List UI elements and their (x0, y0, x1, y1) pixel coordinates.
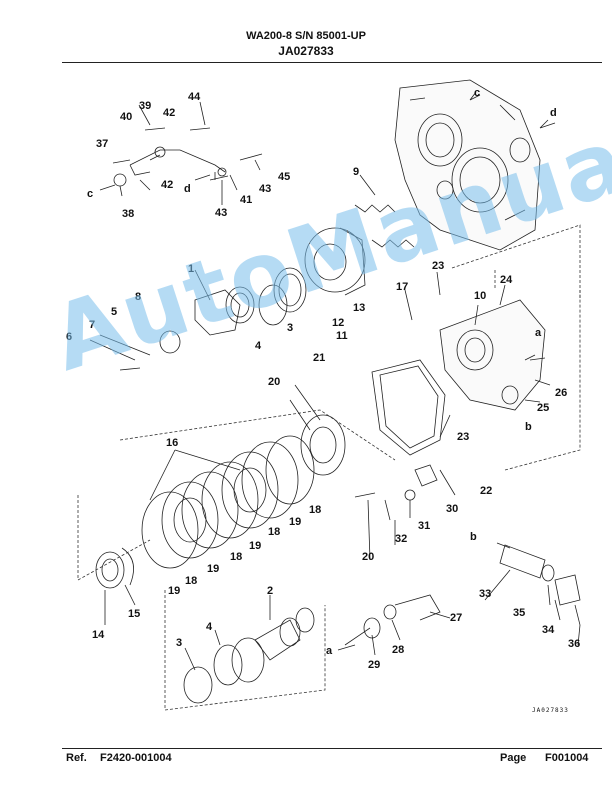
piston (300, 414, 346, 476)
callout-19: 19 (207, 563, 219, 575)
callout-23: 23 (457, 431, 469, 443)
callout-23: 23 (432, 260, 444, 272)
callout-3: 3 (287, 322, 293, 334)
callout-29: 29 (368, 659, 380, 671)
callout-c: c (474, 87, 480, 99)
page-value: F001004 (545, 752, 589, 764)
callout-b: b (470, 531, 477, 543)
callout-1: 1 (188, 263, 194, 275)
callout-27: 27 (450, 612, 462, 624)
ref-value: F2420-001004 (100, 752, 172, 764)
callout-25: 25 (537, 402, 549, 414)
callout-41: 41 (240, 194, 252, 206)
cover-plate (439, 299, 546, 411)
header-rule (62, 62, 602, 63)
callout-30: 30 (446, 503, 458, 515)
callout-22: 22 (480, 485, 492, 497)
callout-18: 18 (230, 551, 242, 563)
callout-28: 28 (392, 644, 404, 656)
callout-7: 7 (89, 319, 95, 331)
callout-31: 31 (418, 520, 430, 532)
callout-19: 19 (249, 540, 261, 552)
callout-17: 17 (396, 281, 408, 293)
clutch-pack (141, 435, 315, 569)
callout-42: 42 (163, 107, 175, 119)
callout-40: 40 (120, 111, 132, 123)
callout-8: 8 (135, 291, 141, 303)
callout-24: 24 (500, 274, 513, 286)
callout-4: 4 (206, 621, 213, 633)
callout-37: 37 (96, 138, 108, 150)
callout-12: 12 (332, 317, 344, 329)
callout-2: 2 (267, 585, 273, 597)
callout-18: 18 (268, 526, 280, 538)
callout-19: 19 (168, 585, 180, 597)
callout-20: 20 (268, 376, 280, 388)
ref-label: Ref. (66, 752, 87, 764)
callout-a: a (326, 645, 333, 657)
callout-d: d (550, 107, 557, 119)
callout-34: 34 (542, 624, 555, 636)
callout-13: 13 (353, 302, 365, 314)
callout-45: 45 (278, 171, 290, 183)
callout-19: 19 (289, 516, 301, 528)
coupling (194, 286, 255, 336)
bearing (273, 267, 307, 313)
callout-38: 38 (122, 208, 134, 220)
page-code: JA027833 (278, 44, 334, 58)
callout-14: 14 (92, 629, 105, 641)
callout-4: 4 (255, 340, 262, 352)
callout-33: 33 (479, 588, 491, 600)
callout-d: d (184, 183, 191, 195)
gear-shaft (183, 607, 315, 704)
callout-b: b (525, 421, 532, 433)
snap-ring (258, 284, 288, 326)
callout-a: a (535, 327, 542, 339)
callout-20: 20 (362, 551, 374, 563)
piston-housing (304, 227, 366, 296)
output-shaft (499, 544, 581, 626)
callout-32: 32 (395, 533, 407, 545)
callout-44: 44 (188, 91, 201, 103)
footer-rule (62, 748, 602, 749)
lever-linkage (113, 127, 263, 187)
callout-5: 5 (111, 306, 117, 318)
callout-10: 10 (474, 290, 486, 302)
callout-35: 35 (513, 607, 525, 619)
callout-26: 26 (555, 387, 567, 399)
callout-18: 18 (185, 575, 197, 587)
callout-18: 18 (309, 504, 321, 516)
shift-forks (354, 204, 415, 248)
callout-21: 21 (313, 352, 325, 364)
callout-c: c (87, 188, 93, 200)
transmission-housing (394, 79, 541, 251)
callout-9: 9 (353, 166, 359, 178)
callout-11: 11 (336, 330, 348, 342)
gasket (371, 359, 446, 456)
callout-16: 16 (166, 437, 178, 449)
callout-43: 43 (259, 183, 271, 195)
callout-3: 3 (176, 637, 182, 649)
callout-36: 36 (568, 638, 580, 650)
callout-42: 42 (161, 179, 173, 191)
page-label: Page (500, 752, 527, 764)
part-callouts: 1 2 3 3 4 4 5 6 7 8 9 10 11 12 13 14 15 … (66, 87, 580, 671)
callout-15: 15 (128, 608, 140, 620)
diagram-code: JA027833 (532, 707, 569, 714)
callout-43: 43 (215, 207, 227, 219)
callout-6: 6 (66, 331, 72, 343)
page-title: WA200-8 S/N 85001-UP (246, 30, 366, 42)
callout-39: 39 (139, 100, 151, 112)
